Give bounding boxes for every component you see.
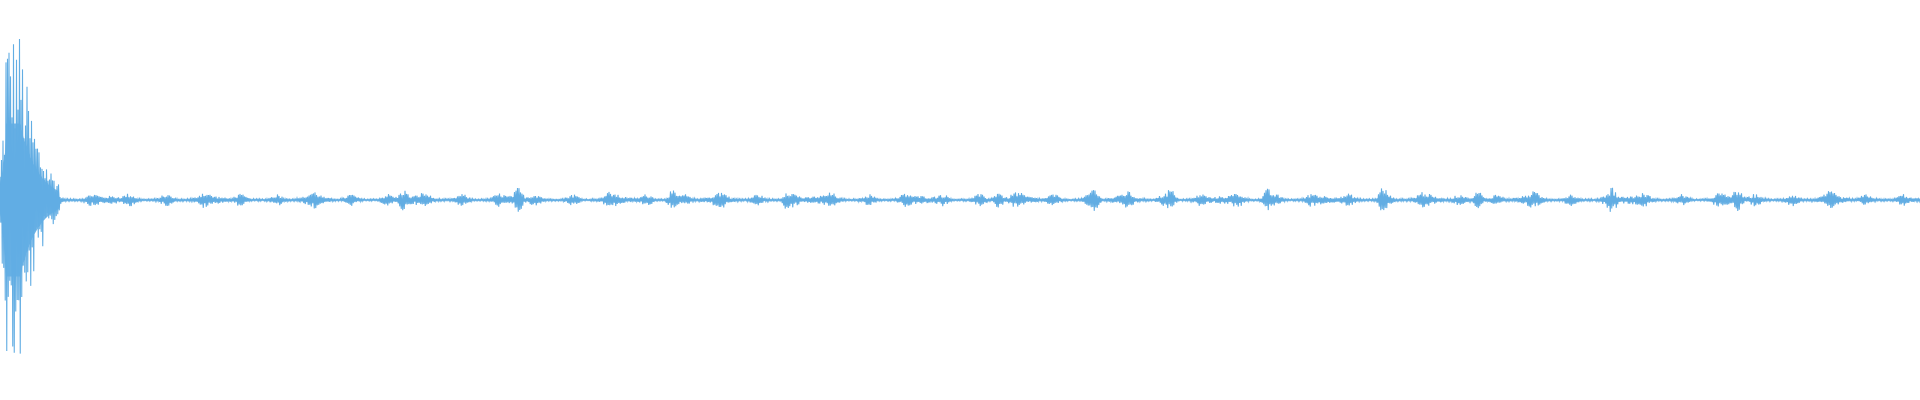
waveform-trace	[0, 38, 1920, 354]
waveform-attack-fill	[0, 123, 70, 277]
